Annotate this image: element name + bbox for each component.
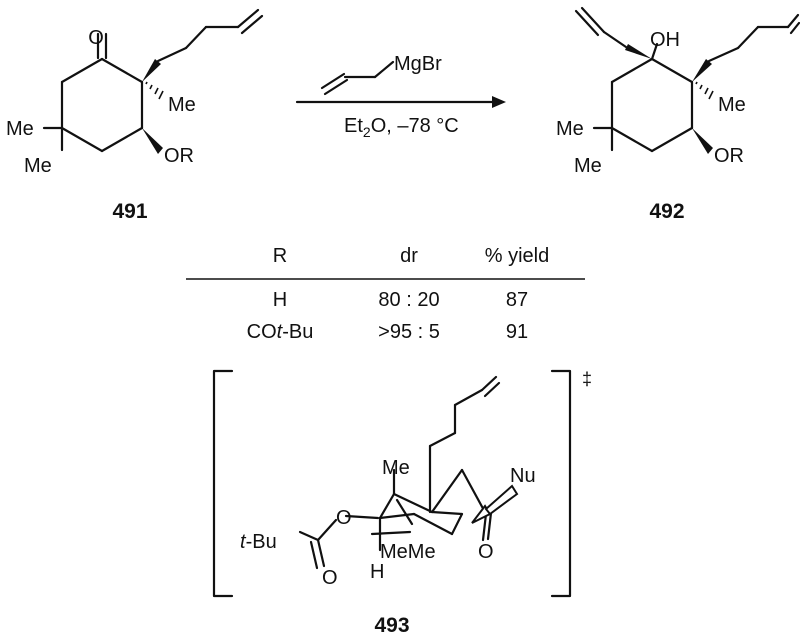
tbu-rest: -Bu bbox=[246, 531, 277, 553]
ts-o-ketone: O bbox=[478, 541, 494, 563]
results-table: R dr % yield H 80 : 20 87 COt-Bu >95 : 5… bbox=[186, 245, 585, 343]
table-header-yield: % yield bbox=[485, 245, 549, 267]
reagent-mgbr: MgBr bbox=[394, 53, 442, 75]
r-suffix: -Bu bbox=[282, 321, 313, 343]
product-compound-id: 492 bbox=[649, 200, 684, 223]
sm-compound-id: 491 bbox=[112, 200, 147, 223]
compound-491 bbox=[42, 8, 264, 154]
ts-me-top: Me bbox=[382, 457, 410, 479]
product-me-gem1: Me bbox=[556, 118, 584, 140]
product-oh: OH bbox=[650, 29, 680, 51]
solvent-sub: 2 bbox=[363, 124, 371, 140]
right-bracket bbox=[550, 369, 572, 598]
r-prefix: CO bbox=[247, 321, 277, 343]
ts-tbu: t-Bu bbox=[240, 531, 277, 553]
ts-o-carbonyl: O bbox=[322, 567, 338, 589]
ts-nu: Nu bbox=[510, 465, 536, 487]
solvent-suffix: O, –78 °C bbox=[371, 115, 459, 137]
table-row-2-r: COt-Bu bbox=[247, 321, 314, 343]
conditions: Et2O, –78 °C bbox=[344, 115, 459, 140]
allyl-grignard bbox=[320, 60, 395, 96]
tbu-italic: t bbox=[240, 531, 247, 553]
product-me-gem2: Me bbox=[574, 155, 602, 177]
hashed-bond bbox=[695, 81, 714, 100]
left-bracket bbox=[212, 369, 234, 598]
sm-me-gem2: Me bbox=[24, 155, 52, 177]
ts-dagger: ‡ bbox=[582, 369, 592, 389]
sm-me-gem1: Me bbox=[6, 118, 34, 140]
table-row-1-yield: 87 bbox=[506, 289, 528, 311]
transition-state-493 bbox=[212, 369, 572, 598]
sm-ketone-o: O bbox=[88, 27, 104, 49]
hashed-bond bbox=[145, 81, 164, 100]
compound-492 bbox=[574, 6, 800, 154]
arrow-head bbox=[492, 96, 506, 108]
sm-or: OR bbox=[164, 145, 194, 167]
table-row-2-dr: >95 : 5 bbox=[378, 321, 440, 343]
r-italic: t bbox=[277, 321, 284, 343]
nucleophile-arrow-shaft bbox=[484, 484, 519, 516]
table-row-1-r: H bbox=[273, 289, 287, 311]
ts-compound-id: 493 bbox=[374, 614, 409, 637]
ts-me-me: MeMe bbox=[380, 541, 436, 563]
ts-o-ester: O bbox=[336, 507, 352, 529]
table-header-r: R bbox=[273, 245, 287, 267]
product-me-quat: Me bbox=[718, 94, 746, 116]
sm-me-quat: Me bbox=[168, 94, 196, 116]
ts-h: H bbox=[370, 561, 384, 583]
solvent-prefix: Et bbox=[344, 115, 363, 137]
table-row-1-dr: 80 : 20 bbox=[378, 289, 439, 311]
table-header-dr: dr bbox=[400, 245, 418, 267]
table-row-2-yield: 91 bbox=[506, 321, 528, 343]
product-or: OR bbox=[714, 145, 744, 167]
